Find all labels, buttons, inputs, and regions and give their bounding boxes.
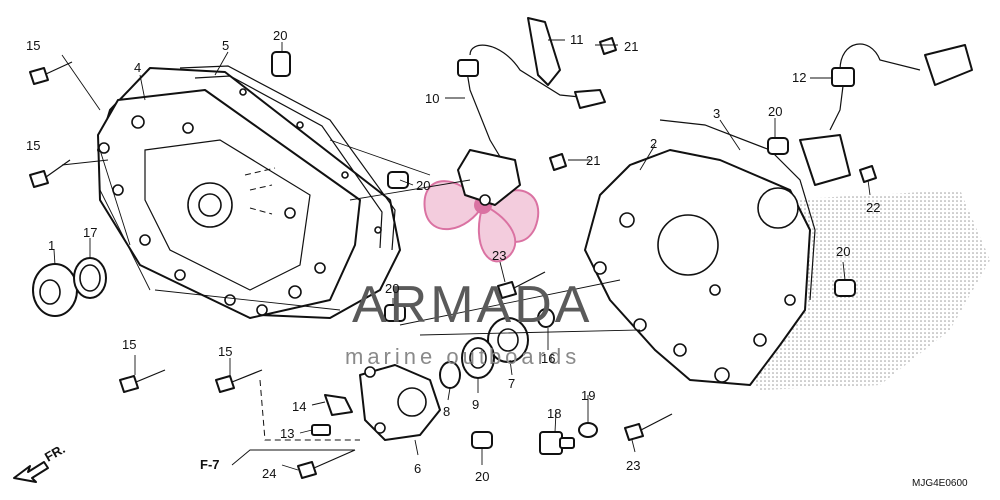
sensor-wire-10: [457, 44, 591, 206]
diagram-code: MJG4E0600: [912, 478, 968, 489]
watermark-brand: ARMADA: [352, 276, 592, 334]
callout-12: 12: [792, 70, 806, 85]
washer-19: [578, 422, 598, 438]
callout-23a: 23: [492, 248, 506, 263]
callout-21a: 21: [624, 39, 638, 54]
case-cover-2: [584, 119, 816, 386]
washer-16: [537, 308, 555, 328]
callout-3: 3: [713, 106, 720, 121]
callout-21b: 21: [586, 153, 600, 168]
sensor-12: [799, 43, 973, 186]
callout-22: 22: [866, 200, 880, 215]
cap-1: [32, 263, 78, 317]
callout-20a: 20: [273, 28, 287, 43]
reference-label: F-7: [200, 457, 220, 472]
bolt-13: [311, 424, 331, 436]
housing-6: [359, 364, 441, 441]
callout-1: 1: [48, 238, 55, 253]
callout-19: 19: [581, 388, 595, 403]
callout-11: 11: [570, 32, 584, 47]
callout-9: 9: [472, 397, 479, 412]
callouts: 15 15 4 5 20 1 17 15 15 11 21 10 2 3 12 …: [26, 28, 880, 484]
callout-23b: 23: [626, 458, 640, 473]
callout-7: 7: [508, 376, 515, 391]
front-arrow-label: FR.: [42, 441, 68, 464]
o-ring-17: [73, 257, 107, 299]
callout-20d: 20: [836, 244, 850, 259]
callout-10: 10: [425, 91, 439, 106]
callout-18: 18: [547, 406, 561, 421]
seal-7: [487, 317, 529, 363]
callout-14: 14: [292, 399, 306, 414]
callout-20c: 20: [416, 178, 430, 193]
callout-4: 4: [134, 60, 141, 75]
callout-2: 2: [650, 136, 657, 151]
callout-20e: 20: [385, 281, 399, 296]
bearing-9: [461, 337, 495, 379]
front-cover-4: [97, 67, 401, 319]
callout-15c: 15: [122, 337, 136, 352]
callout-24: 24: [262, 466, 276, 481]
clip-14: [324, 394, 353, 416]
watermark-tagline: marine outboards: [345, 344, 580, 369]
callout-17: 17: [83, 225, 97, 240]
callout-20f: 20: [475, 469, 489, 484]
callout-5: 5: [222, 38, 229, 53]
bolt-18: [539, 431, 575, 455]
callout-16: 16: [541, 351, 555, 366]
front-arrow: FR.: [13, 441, 68, 483]
leader-lines: [53, 39, 871, 471]
callout-15a: 15: [26, 38, 40, 53]
watermark-text: ARMADA marine outboards: [345, 276, 592, 369]
bracket-11: [527, 17, 606, 109]
callout-20b: 20: [768, 104, 782, 119]
gasket-5: [179, 65, 396, 251]
callout-15b: 15: [26, 138, 40, 153]
callout-8: 8: [443, 404, 450, 419]
callout-6: 6: [414, 461, 421, 476]
callout-13: 13: [280, 426, 294, 441]
callout-15d: 15: [218, 344, 232, 359]
bolts: [29, 37, 877, 479]
